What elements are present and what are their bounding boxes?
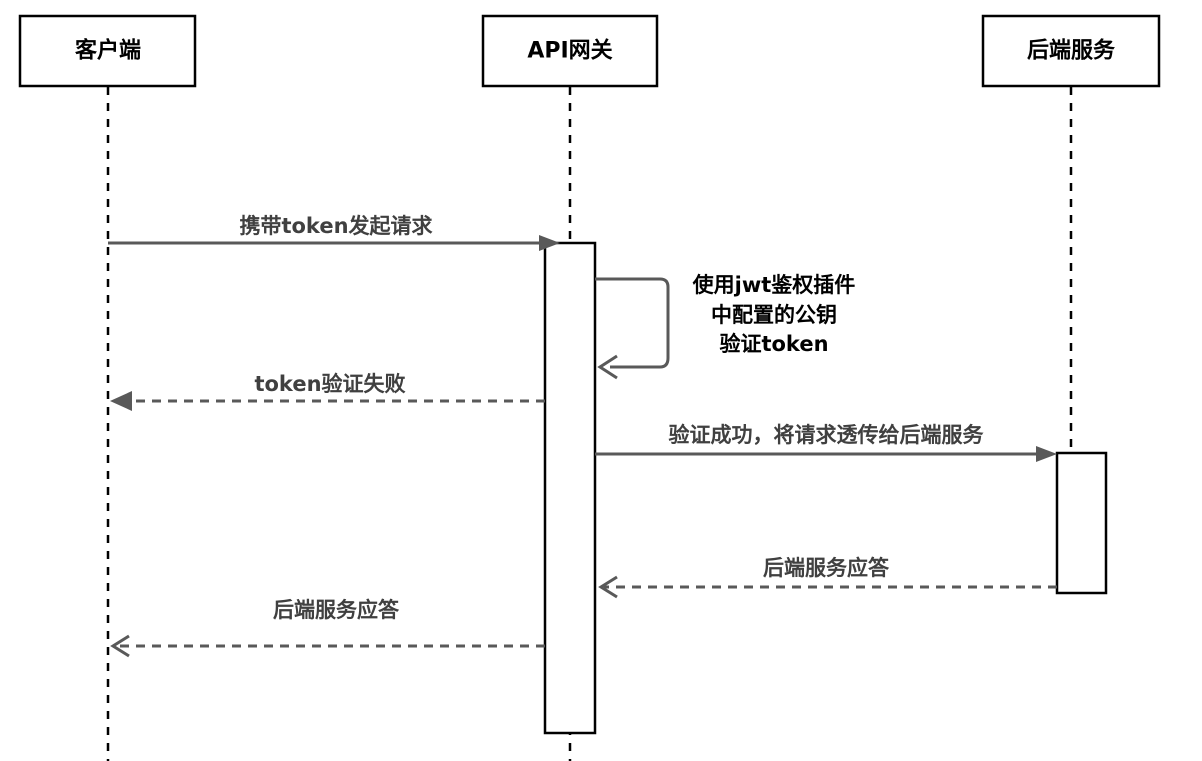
- message-self-check: 使用jwt鉴权插件 中配置的公钥 验证token: [595, 273, 856, 380]
- message-fail-label: token验证失败: [254, 372, 405, 396]
- activation-gateway: [543, 241, 597, 735]
- message-backend-reply: 后端服务应答: [598, 556, 1057, 599]
- message-self-check-arrowhead: [597, 354, 618, 380]
- message-fail: token验证失败: [110, 372, 545, 411]
- message-client-reply: 后端服务应答: [110, 598, 545, 658]
- message-request-arrowhead: [539, 235, 560, 251]
- message-request-label: 携带token发起请求: [239, 214, 432, 238]
- actor-gateway-label: API网关: [527, 39, 612, 64]
- message-self-check-label-line2: 中配置的公钥: [711, 303, 837, 327]
- message-request: 携带token发起请求: [108, 214, 560, 251]
- message-client-reply-label: 后端服务应答: [273, 598, 400, 622]
- actor-client: 客户端: [18, 14, 197, 88]
- message-self-check-label-line3: 验证token: [719, 332, 828, 356]
- message-backend-reply-arrowhead: [598, 575, 618, 599]
- activation-backend: [1055, 451, 1108, 595]
- actor-client-box: [18, 14, 197, 88]
- actor-gateway: API网关: [481, 14, 659, 88]
- message-self-check-line: [595, 277, 670, 369]
- actor-gateway-box: [481, 14, 659, 88]
- message-backend-reply-label: 后端服务应答: [763, 556, 890, 580]
- message-forward-label: 验证成功，将请求透传给后端服务: [669, 423, 985, 447]
- message-forward: 验证成功，将请求透传给后端服务: [595, 423, 1057, 462]
- actor-backend-box: [981, 14, 1161, 88]
- message-fail-arrowhead: [110, 391, 132, 411]
- actor-backend-label: 后端服务: [1027, 39, 1116, 64]
- message-forward-arrowhead: [1036, 446, 1057, 462]
- actor-backend: 后端服务: [981, 14, 1161, 88]
- message-self-check-label-line1: 使用jwt鉴权插件: [692, 273, 856, 297]
- actor-client-label: 客户端: [75, 38, 141, 64]
- message-client-reply-arrowhead: [110, 634, 130, 658]
